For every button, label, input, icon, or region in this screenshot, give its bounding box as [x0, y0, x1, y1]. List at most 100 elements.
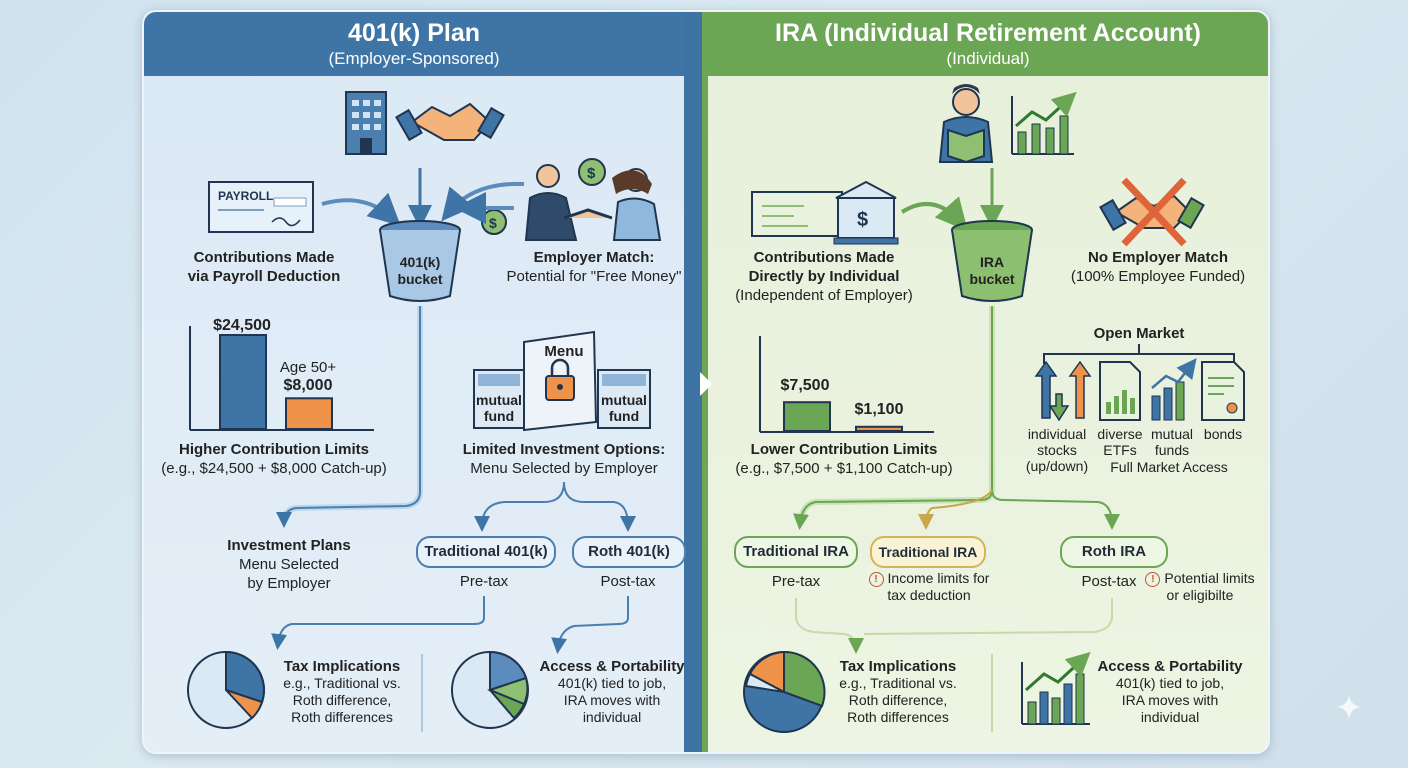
investment-options-401k: Limited Investment Options: Menu Selecte…: [444, 440, 684, 478]
bucket-label-line2: bucket: [397, 271, 443, 287]
etf-icon: [1099, 361, 1141, 421]
match-title: Employer Match:: [533, 249, 655, 266]
contrib-ira-line1: Contributions Made: [753, 249, 895, 266]
income-note-1: Income limits for: [887, 570, 990, 586]
contrib-line2: via Payroll Deduction: [187, 268, 341, 285]
office-building-icon: [345, 91, 387, 155]
pill-roth-401k[interactable]: Roth 401(k): [572, 536, 686, 568]
ira-access-sub-1: 401(k) tied to job,: [1115, 675, 1225, 691]
limits-sub: (e.g., $24,500 + $8,000 Catch-up): [161, 460, 387, 477]
open-market-title: Open Market: [1093, 325, 1185, 342]
tax-sub-3: Roth differences: [291, 709, 393, 725]
ira-tax-sub-3: Roth differences: [847, 709, 949, 725]
roth-note-2: or eligibilte: [1166, 586, 1234, 603]
asset-funds-2: funds: [1154, 442, 1190, 458]
match-sub: Potential for "Free Money": [506, 268, 682, 285]
pretax-ira: Pre-tax: [771, 573, 821, 590]
ira-tax-title: Tax Implications: [839, 658, 957, 675]
menu-label: Menu: [544, 343, 584, 360]
svg-text:$: $: [489, 215, 497, 231]
bucket-label-line1: 401(k): [399, 254, 441, 270]
bar-1: [285, 397, 333, 430]
tax-implications-401k: Tax Implications e.g., Traditional vs. R…: [272, 658, 412, 726]
bucket-label-ira: IRA bucket: [966, 254, 1018, 288]
no-match-sub: (100% Employee Funded): [1070, 268, 1246, 285]
portability-growth-chart-icon: [1021, 651, 1091, 725]
limit-age-label: Age 50+: [279, 359, 337, 376]
asset-funds-1: mutual: [1150, 426, 1194, 442]
access-title: Access & Portability: [539, 658, 685, 675]
access-portability-401k: Access & Portability 401(k) tied to job,…: [532, 658, 692, 726]
bucket-icon-ira: [951, 220, 1033, 302]
no-employer-match: No Employer Match (100% Employee Funded): [1058, 248, 1258, 286]
menu-lock-icon: [473, 330, 651, 432]
tax-sub-2: Roth difference,: [292, 692, 392, 708]
limits-ira: Lower Contribution Limits (e.g., $7,500 …: [724, 440, 964, 478]
payroll-label: PAYROLL: [218, 189, 273, 203]
investment-plans: Investment Plans Menu Selected by Employ…: [204, 536, 374, 593]
fund-left: mutual fund: [476, 392, 522, 424]
plans-sub-2: by Employer: [247, 575, 331, 592]
header-ira: IRA (Individual Retirement Account) (Ind…: [708, 12, 1268, 76]
ira-limit-catchup-value: $1,100: [854, 401, 904, 418]
contrib-line1: Contributions Made: [193, 249, 335, 266]
pie-chart-icon: [187, 650, 265, 729]
ira-tax-sub-1: e.g., Traditional vs.: [839, 675, 957, 691]
asset-etfs-2: ETFs: [1103, 442, 1137, 458]
contrib-title-401k: Contributions Made via Payroll Deduction: [164, 248, 364, 286]
bar-0: [783, 401, 831, 433]
bar-series-401k: [219, 334, 333, 430]
divider: [684, 12, 702, 752]
pill-roth-ira[interactable]: Roth IRA: [1060, 536, 1168, 568]
no-match-title: No Employer Match: [1087, 249, 1229, 266]
pill-traditional-ira-alt[interactable]: Traditional IRA: [870, 536, 986, 568]
contrib-ira-line2: Directly by Individual: [748, 268, 900, 285]
bonds-icon: [1201, 361, 1245, 421]
limits-title: Higher Contribution Limits: [179, 441, 369, 458]
limits-401k: Higher Contribution Limits (e.g., $24,50…: [154, 440, 394, 478]
asset-funds: mutual funds: [1146, 426, 1198, 458]
businessmen-handshake-icon: [524, 164, 662, 241]
subtitle-ira: (Individual): [946, 49, 1030, 68]
plans-sub-1: Menu Selected: [238, 556, 340, 573]
title-ira: IRA (Individual Retirement Account): [775, 19, 1201, 47]
asset-etfs: diverse ETFs: [1094, 426, 1146, 458]
title-401k: 401(k) Plan: [347, 19, 480, 47]
contrib-ira-sub: (Independent of Employer): [735, 287, 913, 304]
growth-chart-icon: [1011, 91, 1077, 155]
diagram-graphics: PAYROLL $ $: [187, 84, 1245, 733]
bucket-label-401k: 401(k) bucket: [394, 254, 446, 288]
posttax-401k: Post-tax: [600, 573, 656, 590]
ira-limits-sub: (e.g., $7,500 + $1,100 Catch-up): [735, 460, 953, 477]
asset-bonds: bonds: [1203, 426, 1243, 442]
asset-etfs-1: diverse: [1097, 426, 1143, 442]
ira-limit-main-value: $7,500: [780, 377, 830, 394]
posttax-ira: Post-tax: [1081, 573, 1137, 590]
options-title: Limited Investment Options:: [462, 441, 666, 458]
bar-series-ira: [783, 401, 903, 433]
svg-text:$: $: [857, 209, 868, 231]
access-sub-1: 401(k) tied to job,: [557, 675, 667, 691]
ira-access-sub-3: individual: [1140, 709, 1200, 725]
ira-limits-title: Lower Contribution Limits: [750, 441, 938, 458]
income-note-2: tax deduction: [887, 586, 971, 603]
dollar-coin-icon: $ $: [481, 158, 606, 235]
stocks-icon: [1034, 360, 1092, 422]
handshake-icon: [395, 102, 505, 142]
warning-icon: !: [868, 571, 884, 587]
bucket-label-ira-line1: IRA: [979, 254, 1005, 270]
ira-access-title: Access & Portability: [1097, 658, 1243, 675]
access-portability-ira: Access & Portability 401(k) tied to job,…: [1094, 658, 1246, 726]
roth-note-1: Potential limits: [1164, 570, 1255, 586]
access-sub-3: individual: [582, 709, 642, 725]
pretax-401k: Pre-tax: [459, 573, 509, 590]
tax-sub-1: e.g., Traditional vs.: [283, 675, 401, 691]
asset-stocks-2: stocks: [1037, 442, 1077, 458]
income-limits-note: !Income limits for tax deduction: [854, 570, 1004, 603]
pill-traditional-401k[interactable]: Traditional 401(k): [416, 536, 556, 568]
ira-tax-sub-2: Roth difference,: [848, 692, 948, 708]
pie-chart-icon-ira: [743, 650, 826, 733]
pill-traditional-ira[interactable]: Traditional IRA: [734, 536, 858, 568]
comparison-card: 401(k) Plan (Employer-Sponsored) IRA (In…: [142, 10, 1270, 754]
bank-check-icon: $: [751, 180, 899, 245]
